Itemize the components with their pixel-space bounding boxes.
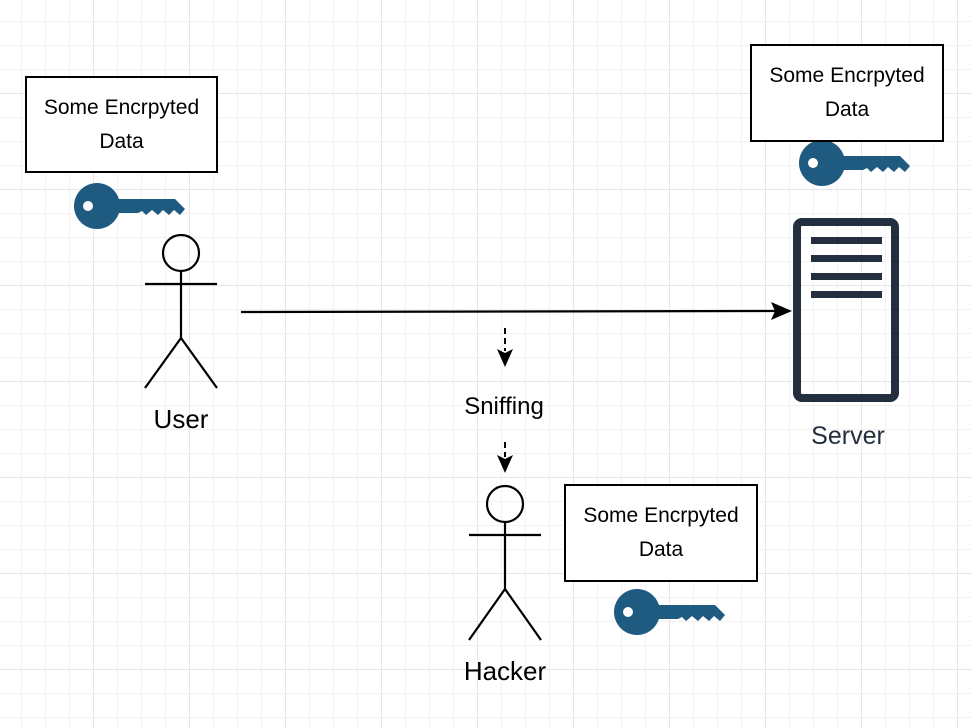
hacker-label: Hacker <box>463 656 547 686</box>
hacker-note-line-1: Some Encrpyted <box>583 504 739 527</box>
sniff-arrow-top <box>497 328 513 367</box>
connection-arrow[interactable] <box>240 302 792 320</box>
user-encrypted-data-note[interactable]: Some Encrpyted Data <box>25 76 218 173</box>
user-head <box>161 233 201 273</box>
server-icon[interactable] <box>793 218 899 402</box>
server-note-line-1: Some Encrpyted <box>769 64 925 87</box>
user-actor[interactable] <box>144 233 218 389</box>
user-note-line-2: Data <box>99 129 144 153</box>
server-note-line-2: Data <box>824 98 870 121</box>
hacker-head <box>485 484 525 524</box>
hacker-key-icon <box>614 589 725 635</box>
sniffing-label: Sniffing <box>464 393 544 420</box>
hacker-actor[interactable] <box>468 484 542 641</box>
user-label: User <box>153 404 209 434</box>
hacker-note-line-2: Data <box>638 538 684 561</box>
user-key-icon <box>74 183 185 229</box>
server-key-icon <box>799 140 910 186</box>
user-note-line-1: Some Encrpyted <box>43 95 200 119</box>
sniff-arrow-bottom <box>497 442 513 473</box>
server-encrypted-data-note[interactable]: Some Encrpyted Data <box>750 44 944 142</box>
server-label: Server <box>811 422 885 450</box>
hacker-encrypted-data-note[interactable]: Some Encrpyted Data <box>564 484 758 582</box>
